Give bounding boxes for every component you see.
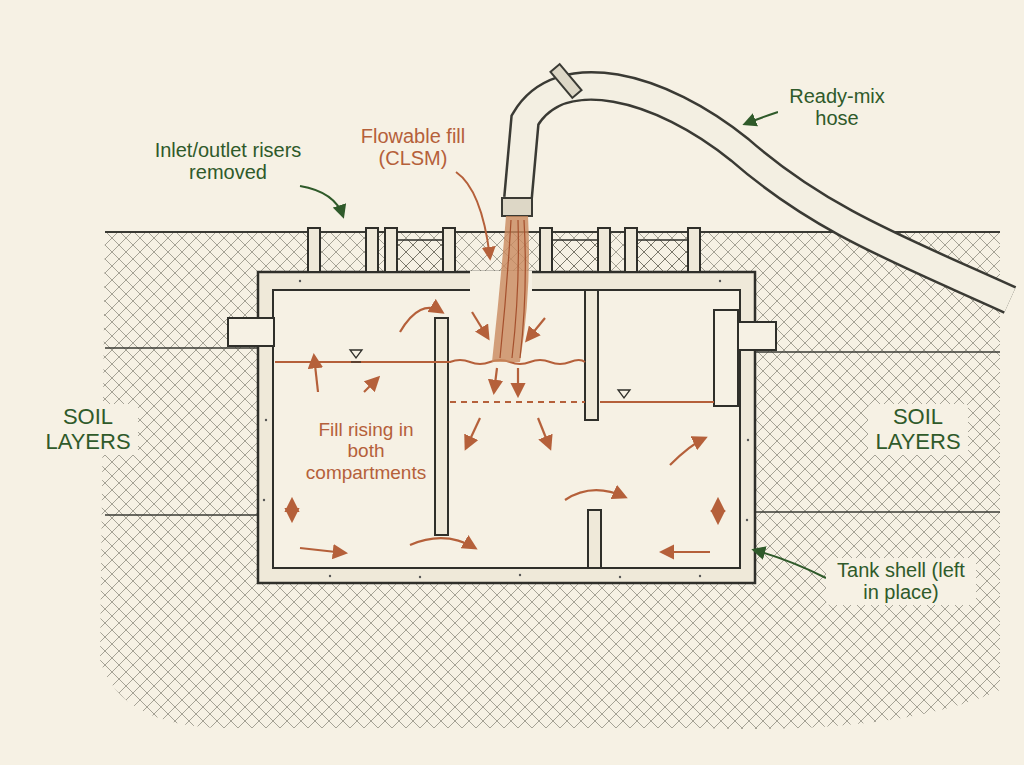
ready-mix-hose-body — [518, 86, 1010, 300]
callout-label: SOIL LAYERS — [868, 404, 968, 455]
fill-levels — [275, 360, 714, 402]
hose-nozzle — [502, 198, 532, 216]
riser-soil-fill — [397, 240, 688, 272]
callout-label: Fill rising in both compartments — [300, 418, 432, 484]
inlet-pipe — [228, 318, 274, 346]
water-level-symbols — [350, 350, 630, 398]
soil-ground — [100, 232, 1000, 729]
callout-label: Inlet/outlet risers removed — [148, 138, 308, 185]
callout-label: Ready-mix hose — [778, 84, 896, 131]
ready-mix-hose — [518, 86, 1010, 300]
outlet-pipe — [714, 310, 776, 406]
fill-stream — [492, 216, 529, 362]
flow-arrows — [292, 308, 718, 553]
leader-tank-shell — [754, 550, 826, 578]
stream-lines — [500, 220, 525, 358]
hose-coupling — [550, 64, 581, 98]
callout-label: Flowable fill (CLSM) — [338, 124, 488, 171]
leader-hose — [745, 112, 778, 124]
callout-label: Tank shell (left in place) — [826, 558, 976, 605]
callout-label: SOIL LAYERS — [38, 404, 138, 455]
leader-risers — [300, 186, 343, 216]
leader-flowable-fill — [456, 172, 490, 258]
